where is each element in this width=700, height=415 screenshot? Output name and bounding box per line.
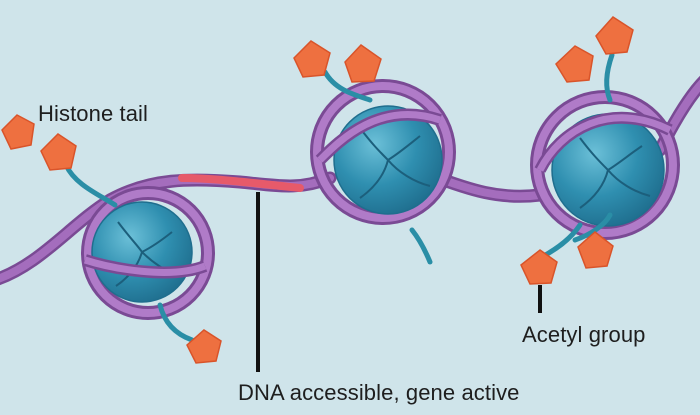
acetyl-pentagon-icon: [293, 40, 331, 78]
histone-tail: [409, 227, 433, 265]
nucleosome-left: [81, 186, 215, 320]
nucleosome-right: [530, 90, 680, 240]
histone-tail: [572, 212, 613, 243]
nucleosome-middle: [310, 79, 456, 225]
leader-lines: [256, 192, 542, 372]
acetyl-pentagon-icon: [577, 231, 614, 269]
acetyl-pentagon-icon: [40, 133, 77, 171]
acetyl-pentagon-icon: [344, 44, 382, 83]
acetyl-pentagon-icon: [520, 249, 558, 285]
acetyl-pentagon-icon: [1, 114, 35, 150]
acetyl-pentagon-icon: [186, 329, 222, 364]
dna-accessible-label: DNA accessible, gene active: [238, 380, 520, 405]
histone-tail: [604, 52, 615, 103]
histone-tails: [63, 52, 615, 343]
histone-tail-label: Histone tail: [38, 101, 149, 126]
acetyl-pentagon-icon: [555, 45, 594, 83]
acetyl-pentagon-icon: [595, 16, 634, 55]
acetyl-group-label: Acetyl group: [522, 322, 646, 347]
histone-tail: [63, 162, 118, 208]
accessible-dna-segment: [178, 174, 304, 192]
histone-tail: [322, 69, 373, 103]
histone-tail: [157, 302, 195, 343]
acetyl-groups: [1, 16, 634, 364]
